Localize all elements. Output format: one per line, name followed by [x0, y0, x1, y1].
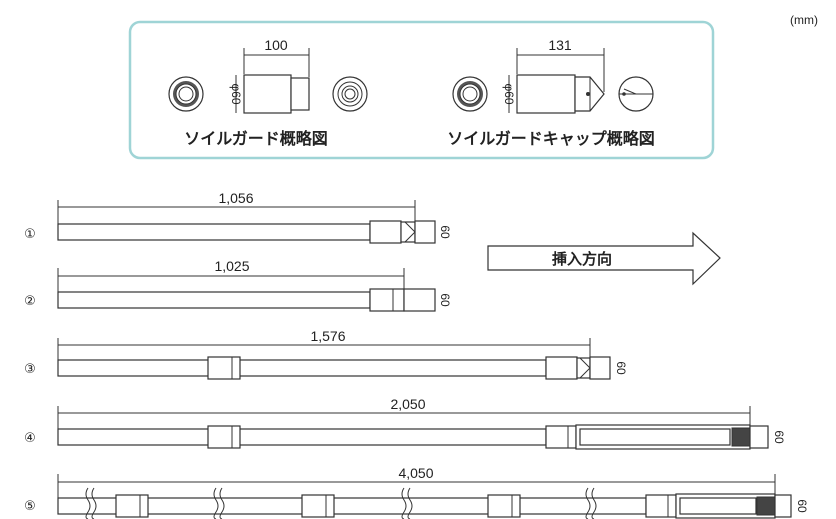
soil-guard-cap-detail: 131 φ60 ソイルガードキャップ概略図 [447, 37, 655, 148]
rod-2-diameter-label: 60 [438, 293, 452, 307]
insertion-direction-label: 挿入方向 [552, 250, 612, 268]
rod-1: ① 1,056 60 [24, 190, 452, 244]
rod-1-length-label: 1,056 [218, 190, 253, 206]
cap-diameter-label: φ60 [502, 83, 516, 104]
rod-4-marker: ④ [24, 431, 36, 446]
detail-box [128, 20, 715, 160]
cap-caption: ソイルガードキャップ概略図 [447, 129, 655, 148]
rod-3: ③ 1,576 60 [24, 328, 628, 380]
rod-1-diameter-label: 60 [438, 225, 452, 239]
rod-5: ⑤ 4,050 60 [24, 465, 809, 519]
guard-length-label: 100 [264, 37, 288, 53]
rod-5-length-label: 4,050 [398, 465, 433, 481]
cap-end-view-right [618, 76, 654, 112]
rod-2-length-label: 1,025 [214, 258, 249, 274]
cap-side-view [508, 48, 605, 114]
guard-diameter-label: φ60 [229, 83, 243, 104]
cap-end-view-left [452, 76, 488, 112]
rod-1-marker: ① [24, 227, 36, 242]
insertion-direction-arrow: 挿入方向 [487, 231, 721, 286]
rod-4-diameter-label: 60 [772, 430, 786, 444]
rod-5-diameter-label: 60 [795, 499, 809, 513]
guard-side-view [235, 48, 310, 114]
rod-4-length-label: 2,050 [390, 396, 425, 412]
rod-5-break-marks [85, 487, 597, 519]
rod-2: ② 1,025 60 [24, 258, 452, 312]
guard-end-view-left [168, 76, 204, 112]
guard-end-view-right [332, 76, 368, 112]
soil-guard-detail: 100 φ60 ソイルガード概略図 [168, 37, 368, 148]
unit-label: (mm) [790, 13, 818, 27]
rod-3-length-label: 1,576 [310, 328, 345, 344]
rod-4: ④ 2,050 60 [24, 396, 786, 450]
rod-3-marker: ③ [24, 362, 36, 377]
guard-caption: ソイルガード概略図 [184, 129, 328, 148]
cap-length-label: 131 [548, 37, 572, 53]
rod-3-diameter-label: 60 [614, 361, 628, 375]
rod-5-marker: ⑤ [24, 499, 36, 514]
rod-2-marker: ② [24, 294, 36, 309]
